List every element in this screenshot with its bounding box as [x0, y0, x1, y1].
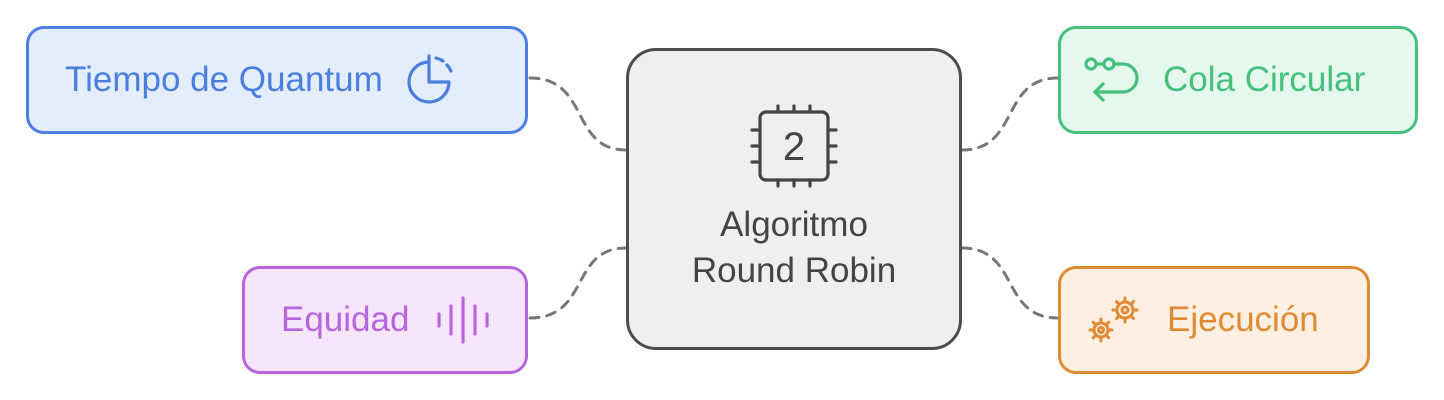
- center-title: Algoritmo Round Robin: [692, 202, 896, 294]
- connector-equidad: [528, 246, 628, 320]
- connector-ejecucion: [960, 246, 1060, 320]
- node-label: Ejecución: [1167, 300, 1319, 339]
- node-cola-circular[interactable]: Cola Circular: [1058, 26, 1418, 134]
- node-label: Equidad: [281, 300, 410, 339]
- cpu-chip-icon: 2: [748, 104, 840, 188]
- node-label: Cola Circular: [1163, 60, 1366, 99]
- gears-icon: [1085, 292, 1145, 348]
- node-tiempo-de-quantum[interactable]: Tiempo de Quantum: [26, 26, 528, 134]
- node-equidad[interactable]: Equidad: [242, 266, 528, 374]
- timer-icon: [405, 52, 461, 108]
- center-title-line2: Round Robin: [691, 251, 897, 290]
- node-ejecucion[interactable]: Ejecución: [1058, 266, 1370, 374]
- center-title-line1: Algoritmo: [720, 205, 868, 244]
- node-label: Tiempo de Quantum: [65, 60, 383, 99]
- connector-cola: [960, 76, 1060, 152]
- chip-number: 2: [783, 125, 805, 169]
- center-node-round-robin[interactable]: 2 Algoritmo Round Robin: [626, 48, 962, 350]
- connector-quantum: [528, 76, 628, 152]
- sound-wave-icon: [433, 292, 497, 348]
- circular-route-icon: [1083, 52, 1143, 108]
